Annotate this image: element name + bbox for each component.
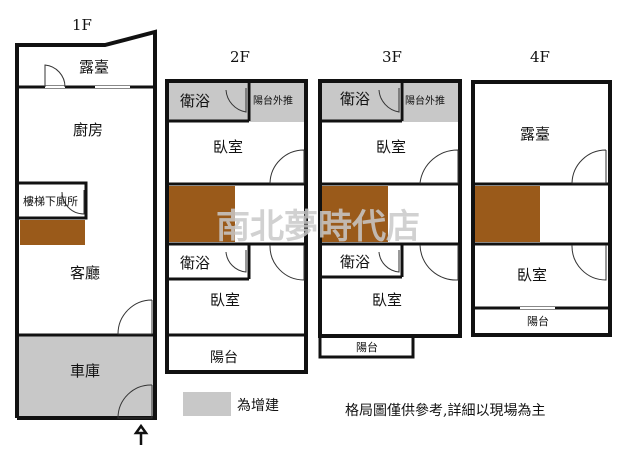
floor-label-3f: 3F (382, 48, 402, 66)
legend-label: 為增建 (237, 398, 279, 414)
room-bedroom: 臥室 (372, 291, 402, 309)
watermark: 南北夢時代店 (216, 207, 420, 247)
floor-label-2f: 2F (230, 48, 250, 66)
floor-label-1f: 1F (72, 16, 92, 34)
floor-3f: 3F 衛浴 陽台外推 臥室 衛浴 臥室 陽台 (318, 48, 462, 359)
door-icon (117, 384, 153, 419)
legend-swatch (183, 392, 231, 416)
floor-label-4f: 4F (530, 48, 550, 66)
room-balcony-ext: 陽台外推 (405, 94, 445, 107)
legend: 為增建 (183, 392, 279, 416)
room-bedroom: 臥室 (376, 138, 406, 156)
door-icon (117, 299, 153, 335)
room-balcony: 陽台 (210, 350, 238, 366)
room-garage: 車庫 (70, 362, 100, 380)
room-balcony: 陽台 (356, 340, 378, 354)
floor-4f: 4F 露臺 臥室 陽台 (471, 48, 612, 337)
room-bath: 衛浴 (180, 254, 210, 272)
floor-1f: 1F 露臺 廚房 樓梯下廁所 客廳 車庫 (15, 16, 157, 445)
room-bedroom: 臥室 (213, 138, 243, 156)
room-balcony-ext: 陽台外推 (253, 94, 293, 107)
door-icon (61, 190, 85, 215)
room-kitchen: 廚房 (73, 121, 103, 139)
room-terrace: 露臺 (520, 125, 550, 143)
room-bedroom: 臥室 (517, 266, 547, 284)
room-bath: 衛浴 (340, 253, 370, 271)
room-balcony: 陽台 (527, 314, 549, 328)
disclaimer-note: 格局圖僅供參考,詳細以現場為主 (345, 403, 545, 419)
room-bath: 衛浴 (180, 92, 210, 110)
stair-1f (20, 220, 85, 245)
room-bath: 衛浴 (340, 90, 370, 108)
room-toilet: 樓梯下廁所 (23, 194, 78, 208)
room-living: 客廳 (70, 264, 100, 282)
room-bedroom: 臥室 (210, 291, 240, 309)
floor-2f: 2F 衛浴 陽台外推 臥室 衛浴 臥室 陽台 (165, 48, 308, 374)
room-terrace: 露臺 (79, 58, 109, 76)
door-icon (44, 64, 66, 88)
garage-extension (19, 336, 153, 417)
entrance-arrow-icon (133, 423, 149, 445)
